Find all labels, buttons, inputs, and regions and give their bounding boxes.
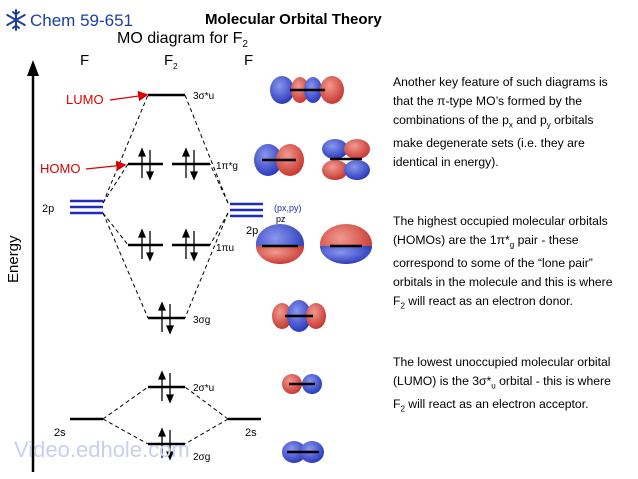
orbital-2sigma-g-icon (282, 441, 324, 463)
diagram-subtitle: MO diagram for F2 (117, 30, 248, 51)
orbital-3sigma-g-icon (272, 300, 326, 332)
p-subset-label-z: pz (276, 214, 286, 224)
right-2p-label: 2p (246, 225, 258, 237)
orbital-2sigma-star-u-icon (282, 374, 322, 394)
mo-label-1pi-u: 1πu (216, 243, 234, 254)
lumo-label: LUMO (66, 92, 104, 107)
paragraph-homo: The highest occupied molecular orbitals … (393, 214, 613, 311)
column-label-center: F2 (164, 52, 178, 71)
lumo-arrow-icon (109, 90, 149, 102)
mo-label-3sigma-g: 3σg (193, 315, 210, 326)
p-subset-label-xy: (px,py) (274, 203, 302, 213)
mo-label-3sigma-star-u: 3σ*u (193, 91, 214, 102)
energy-axis-label: Energy (5, 235, 22, 283)
page-title: Molecular Orbital Theory (205, 11, 382, 28)
watermark: Video.edhole.com (14, 437, 190, 462)
snowflake-logo-icon (6, 9, 26, 31)
homo-arrow-icon (85, 160, 127, 171)
left-2p-levels (70, 199, 103, 215)
column-label-right: F (244, 52, 254, 69)
electron-pairs (138, 147, 198, 461)
right-2p-levels (230, 202, 263, 218)
homo-label: HOMO (40, 161, 80, 176)
orbital-1pi-star-g-b-icon (322, 139, 370, 180)
mo-label-2sigma-star-u: 2σ*u (193, 383, 214, 394)
left-2p-label: 2p (42, 203, 54, 215)
mo-diagram: Energy (5, 60, 372, 472)
energy-axis-arrow-icon (27, 60, 39, 76)
right-2s-label: 2s (245, 427, 257, 439)
paragraph-pi-degenerate: Another key feature of such diagrams is … (393, 75, 608, 170)
orbital-1pi-u-a-icon (256, 224, 304, 264)
orbital-1pi-star-g-a-icon (254, 144, 304, 176)
mo-label-2sigma-g: 2σg (193, 452, 210, 463)
mo-label-1pi-star-g: 1π*g (216, 161, 238, 172)
paragraph-lumo: The lowest unoccupied molecular orbital … (393, 355, 611, 414)
course-title: Chem 59-651 (30, 11, 134, 30)
column-label-left: F (80, 52, 90, 69)
orbital-3sigma-star-u-icon (270, 76, 344, 104)
orbital-1pi-u-b-icon (320, 224, 372, 264)
left-2s-label: 2s (54, 427, 66, 439)
